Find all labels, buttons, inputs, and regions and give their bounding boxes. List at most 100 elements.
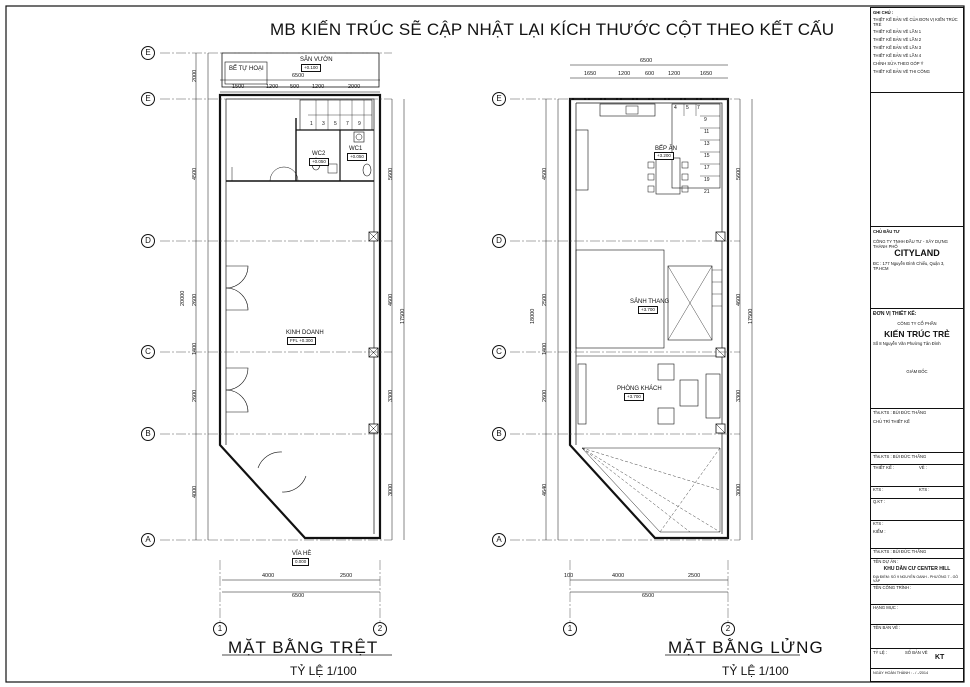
grid-bubble: D (492, 234, 506, 248)
dimension: 1200 (266, 84, 279, 90)
room-label: VỈA HÈ (292, 551, 312, 557)
dimension: 1200 (668, 71, 681, 77)
tb-note: THIẾT KẾ BẢN VẼ THI CÔNG (873, 69, 930, 74)
title-block: GHI CHÚ : THIẾT KẾ BẢN VẼ CỦA ĐƠN VỊ KIẾ… (870, 7, 964, 682)
grid-bubble: E (492, 92, 506, 106)
stair-number: 5 (686, 105, 689, 111)
tb-dv-company: CÔNG TY CỔ PHẦN (897, 321, 937, 326)
grid-bubble: 2 (721, 622, 735, 636)
stair-number: 1 (310, 121, 313, 127)
stair-number: 7 (346, 121, 349, 127)
dimension: 6500 (642, 593, 655, 599)
header-note: MB KIẾN TRÚC SẼ CẬP NHẬT LẠI KÍCH THƯỚC … (270, 20, 835, 39)
stair-number: 4 (674, 105, 677, 111)
plan-title-ground: MẶT BẰNG TRỆT (228, 638, 379, 657)
room-label: BẾP ĂN (655, 146, 677, 152)
dimension: 2500 (542, 293, 548, 306)
dimension: 2000 (348, 84, 361, 90)
dimension: 4500 (542, 167, 548, 180)
dimension: 4000 (612, 573, 625, 579)
dimension: 2600 (542, 389, 548, 402)
tb-note: THIẾT KẾ BẢN VẼ LẦN 4 (873, 53, 922, 58)
tb-chu-dau-tu: CHỦ ĐẦU TƯ (873, 229, 900, 234)
room-label: BỂ TỰ HOẠI (229, 66, 264, 72)
room-label: WC1 (349, 146, 363, 152)
plan-title-mezz: MẶT BẰNG LỬNG (668, 638, 824, 657)
tb-note: CHỈNH SỬA THEO GÓP Ý (873, 61, 924, 66)
dimension: 4500 (192, 167, 198, 180)
stair-number: 9 (704, 117, 707, 123)
stair-number: 3 (322, 121, 325, 127)
grid-bubble: B (141, 427, 155, 441)
dimension: 1200 (618, 71, 631, 77)
dimension: 4000 (262, 573, 275, 579)
stair-number: 17 (704, 165, 710, 171)
level-tag: 0.000 (292, 558, 310, 566)
dimension: 2500 (340, 573, 353, 579)
plan-scale-mezz: TỶ LỆ 1/100 (722, 664, 789, 678)
tb-so-ban-ve: SỐ BẢN VẼ (905, 650, 928, 655)
dimension: 6500 (292, 73, 305, 79)
tb-note: THIẾT KẾ BẢN VẼ CỦA ĐƠN VỊ KIẾN TRÚC TRẺ (873, 17, 958, 27)
tb-kiem: KIỂM : (873, 529, 886, 534)
level-tag: FFL +0.300 (287, 337, 316, 345)
tb-giam-doc: GIÁM ĐỐC (906, 369, 928, 374)
dimension: 1400 (192, 342, 198, 355)
room-label: SẢNH THANG (630, 299, 670, 305)
stair-number: 15 (704, 153, 710, 159)
dimension: 600 (645, 71, 655, 77)
tb-ten-cong-trinh: TÊN CÔNG TRÌNH : (873, 585, 912, 590)
grid-bubble: E (141, 92, 155, 106)
room-label: SÂN VƯỜN (300, 57, 333, 63)
tb-don-vi: ĐƠN VỊ THIẾT KẾ: (873, 311, 917, 317)
dimension: 2000 (192, 69, 198, 82)
grid-bubble: C (492, 345, 506, 359)
dimension: 3000 (736, 483, 742, 496)
grid-bubble: E (141, 46, 155, 60)
tb-note: THIẾT KẾ BẢN VẼ LẦN 2 (873, 37, 922, 42)
stair-number: 5 (334, 121, 337, 127)
tb-cdt-address: ĐC : 177 Nguyễn Đình Chiểu, Quận 3, TP.H… (873, 261, 945, 271)
dimension: 17500 (400, 308, 406, 324)
dimension: 6500 (640, 58, 653, 64)
dimension: 1500 (232, 84, 245, 90)
dimension: 18000 (530, 308, 536, 324)
grid-bubble: C (141, 345, 155, 359)
tb-ghi-chu: GHI CHÚ : (873, 10, 894, 15)
dimension: 1650 (700, 71, 713, 77)
tb-ths-ks: Ths.KTS : BÙI ĐỨC THẮNG (873, 410, 927, 415)
tb-chu-tri: CHỦ TRÌ THIẾT KẾ (873, 419, 910, 424)
dimension: 4640 (542, 483, 548, 496)
dimension: 5600 (736, 167, 742, 180)
tb-ths-ks3: Ths.KTS : BÙI ĐỨC THẮNG (873, 549, 927, 554)
level-tag: +0.100 (301, 64, 321, 72)
mezzanine-floor-plan (568, 97, 730, 540)
dimension: 3300 (736, 389, 742, 402)
tb-kts: KTS : (873, 487, 884, 492)
kien-truc-tre-logo: KIẾN TRÚC TRẺ (884, 329, 950, 339)
tb-ty-le: TỶ LỆ : (873, 650, 887, 655)
dimension: 1400 (542, 342, 548, 355)
tb-thiet-ke: THIẾT KẾ : (873, 465, 895, 470)
grid-bubble: B (492, 427, 506, 441)
dimension: 3000 (388, 483, 394, 496)
stair-number: 19 (704, 177, 710, 183)
ground-floor-plan (218, 52, 382, 540)
dimension: 17500 (748, 308, 754, 324)
dimension: 500 (290, 84, 300, 90)
level-tag: +3.700 (638, 306, 658, 314)
grid-bubble: A (492, 533, 506, 547)
dimension: 1200 (312, 84, 325, 90)
dimension: 6500 (292, 593, 305, 599)
room-label: WC2 (312, 151, 326, 157)
tb-kts-b: KTS : (919, 487, 930, 492)
tb-ten-du-an: TÊN DỰ ÁN : (873, 559, 899, 564)
cityland-logo: CITYLAND (894, 248, 940, 258)
tb-kts2: KTS : (873, 521, 884, 526)
level-tag: +3.700 (624, 393, 644, 401)
stair-number: 13 (704, 141, 710, 147)
room-label: PHÒNG KHÁCH (617, 386, 662, 392)
level-tag: +3.200 (654, 152, 674, 160)
